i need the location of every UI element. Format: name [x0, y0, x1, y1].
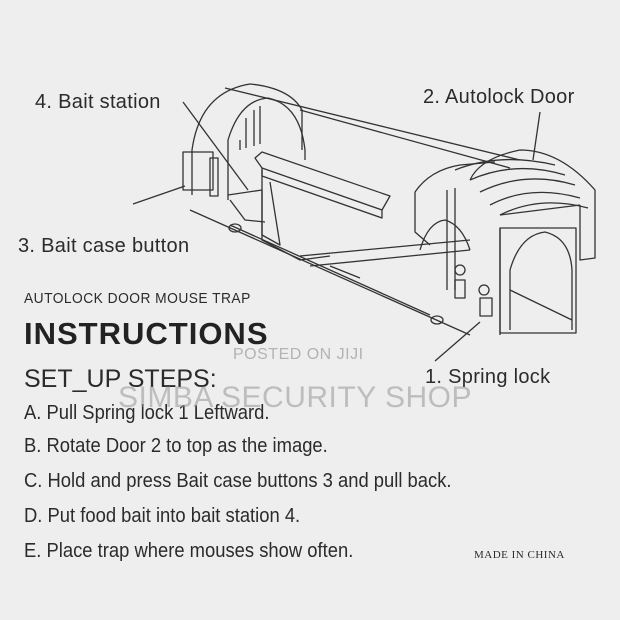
steps-heading: SET_UP STEPS: [24, 365, 217, 393]
label-bait-case-button: 3. Bait case button [18, 235, 190, 257]
label-spring-lock: 1. Spring lock [425, 366, 551, 388]
watermark-shop: SIMBA SECURITY SHOP [118, 381, 473, 414]
step-a: A. Pull Spring lock 1 Leftward. [24, 402, 270, 424]
step-b: B. Rotate Door 2 to top as the image. [24, 435, 328, 457]
step-c: C. Hold and press Bait case buttons 3 an… [24, 470, 452, 492]
label-bait-station: 4. Bait station [35, 91, 161, 113]
step-e: E. Place trap where mouses show often. [24, 540, 354, 562]
step-d: D. Put food bait into bait station 4. [24, 505, 301, 527]
made-in-label: MADE IN CHINA [474, 549, 565, 561]
document-subtitle: AUTOLOCK DOOR MOUSE TRAP [24, 290, 251, 307]
watermark-posted: POSTED ON JIJI [233, 346, 364, 363]
page-title: INSTRUCTIONS [24, 316, 269, 351]
label-autolock-door: 2. Autolock Door [423, 86, 575, 108]
